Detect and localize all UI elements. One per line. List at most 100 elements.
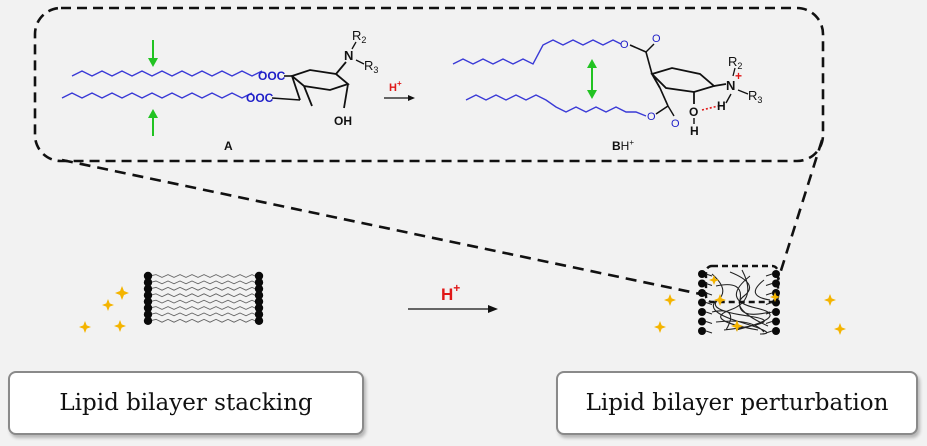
hydroxyl-o-b: O — [689, 105, 698, 119]
lipid-tail — [149, 274, 259, 278]
molecule-bh-label: BH+ — [612, 138, 634, 153]
lipid-head-icon — [254, 316, 264, 325]
lipid-head-icon — [254, 297, 264, 306]
bond-b-r3 — [737, 89, 749, 95]
lipid-bilayer-stacked — [143, 271, 264, 325]
bond-b-r2 — [732, 67, 736, 77]
lipid-head-icon — [143, 271, 153, 281]
lipid-tail — [705, 292, 713, 296]
reaction-arrow-top: H+ — [384, 79, 415, 101]
lipid-head-icon — [143, 291, 153, 300]
lipid-head-icon — [143, 297, 153, 306]
lipid-tail — [705, 273, 713, 277]
substituent-r3-b: R3 — [748, 88, 762, 105]
ester-o-b1: O — [620, 39, 629, 51]
lipid-bilayer-perturbed — [698, 264, 780, 335]
sparkle-icon — [654, 321, 666, 333]
lipid-head-icon — [254, 310, 264, 319]
sparkle-icon — [709, 275, 719, 285]
alkyl-chain-b-upper — [452, 39, 622, 65]
lipid-tail — [765, 292, 773, 296]
proton-label-bottom: H+ — [441, 281, 460, 304]
bond-b-ester1-ring — [645, 51, 653, 75]
lipid-tail — [765, 321, 773, 324]
ester-o-b2-carbonyl: O — [671, 118, 680, 130]
sparkle-icon — [714, 294, 726, 306]
green-arrow-down-head-icon — [148, 58, 158, 67]
sparkles — [79, 275, 846, 335]
green-double-arrow-head-bottom-icon — [587, 90, 597, 99]
lipid-head-icon — [698, 289, 706, 297]
lipid-tail — [765, 311, 773, 315]
lipid-tail — [765, 273, 773, 277]
alkyl-chain-b-lower — [465, 94, 647, 117]
lipid-tail — [705, 283, 713, 286]
proton-label-top: H+ — [389, 79, 402, 94]
bond-b-ester1-co — [629, 44, 647, 53]
lipid-head-icon — [698, 270, 706, 278]
lipid-head-icon — [698, 298, 706, 307]
lipid-head-icon — [698, 317, 706, 326]
zoom-line-right — [776, 139, 824, 281]
lipid-tail — [765, 302, 773, 305]
lipid-head-icon — [772, 270, 780, 278]
reaction-arrow-bottom: H+ — [408, 281, 498, 313]
bond-a-r2 — [351, 41, 357, 50]
lipid-head-icon — [772, 327, 780, 335]
lipid-tail — [765, 283, 773, 286]
bond-b-ester2-co — [655, 105, 669, 115]
bond-b-ester2-ring — [659, 87, 669, 107]
molecule-a-label: A — [224, 139, 233, 153]
lipid-tail — [765, 330, 773, 334]
green-double-arrow-head-top-icon — [587, 59, 597, 68]
hbond-h-b: H — [717, 99, 726, 113]
lipid-head-icon — [772, 317, 780, 326]
zoom-line-left — [61, 158, 706, 297]
amine-n-a: N — [344, 48, 353, 63]
lipid-tail — [705, 302, 713, 305]
lipid-tail — [149, 312, 259, 317]
sparkle-icon — [664, 294, 676, 306]
lipid-head-icon — [143, 278, 153, 287]
lipid-head-icon — [772, 298, 780, 307]
lipid-head-icon — [254, 284, 264, 293]
sparkle-icon — [102, 299, 114, 311]
lipid-tail — [705, 321, 713, 324]
lipid-tail — [149, 280, 259, 285]
lipid-tail — [149, 318, 259, 323]
bond-a-ring-ester2 — [271, 97, 301, 101]
hydroxyl-a: OH — [334, 114, 352, 128]
lipid-tail — [705, 330, 713, 334]
alkyl-chain-a-lower — [61, 92, 253, 99]
sparkle-icon — [79, 321, 91, 333]
sparkle-icon — [824, 294, 836, 306]
lipid-head-icon — [143, 303, 153, 313]
cyclohexane-ring-b — [650, 67, 716, 93]
ester-o-b2: O — [647, 111, 656, 123]
zoom-callout-box — [33, 6, 825, 163]
bond-a-oh — [343, 83, 349, 109]
label-lipid-bilayer-perturbation: Lipid bilayer perturbation — [556, 371, 918, 435]
alkyl-chain-a-upper — [71, 70, 263, 77]
bond-b-ester1-dbl — [645, 43, 655, 53]
ester-o-b1-carbonyl: O — [652, 33, 661, 45]
substituent-r3-a: R3 — [364, 58, 378, 75]
lipid-tail — [149, 299, 259, 304]
bond-a-n — [335, 61, 347, 75]
lipid-head-icon — [143, 316, 153, 325]
lipid-head-icon — [254, 303, 264, 313]
sparkle-icon — [115, 286, 129, 300]
cyclohexane-ring-a — [290, 69, 350, 107]
hydroxyl-h-b: H — [690, 124, 699, 138]
lipid-head-icon — [254, 291, 264, 300]
disordered-tails — [711, 269, 771, 335]
expansion-arrow — [587, 59, 597, 99]
bond-b-nh — [725, 93, 732, 104]
compression-arrows — [148, 40, 158, 136]
lipid-tail — [149, 306, 259, 310]
lipid-tail — [149, 286, 259, 291]
ester-label-a1: OOC — [258, 69, 286, 83]
hydrogen-bond — [701, 105, 719, 111]
bond-b-n — [713, 83, 727, 87]
